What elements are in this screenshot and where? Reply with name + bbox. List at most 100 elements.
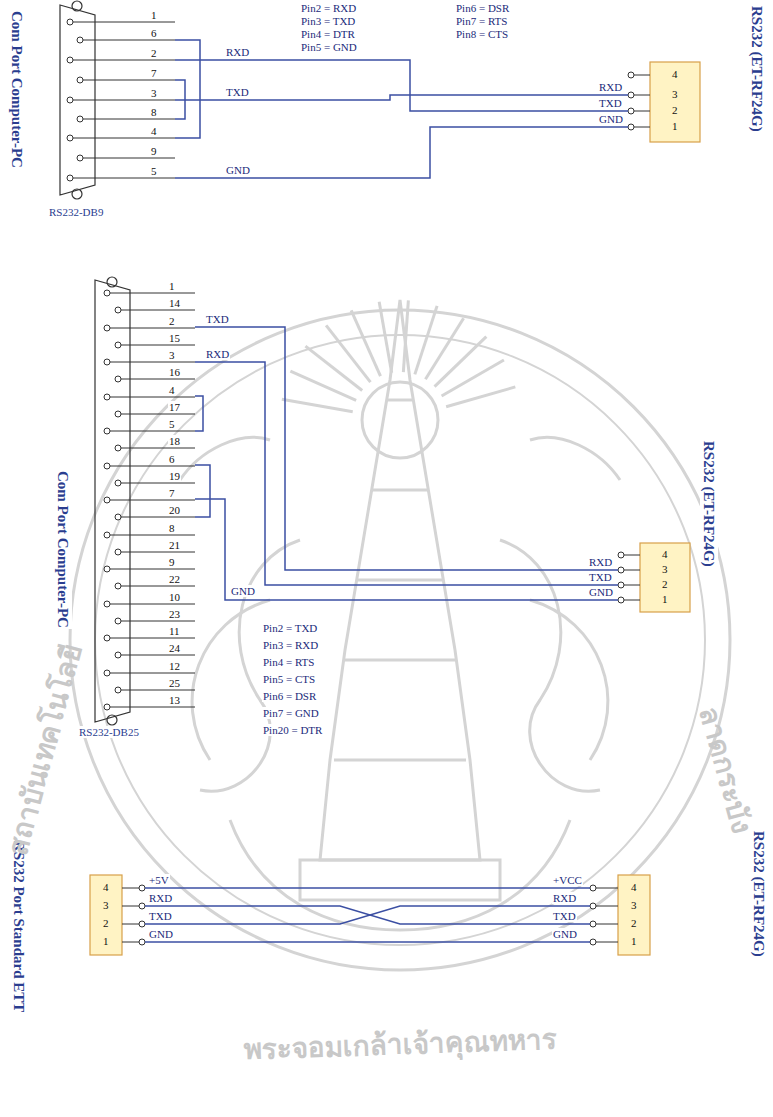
pin-number: 4 [102,881,110,893]
pin-number: 3 [102,899,110,911]
wire-path [175,127,628,178]
signal-wire [175,60,628,111]
pin-number: 9 [168,556,176,568]
connector-type: RS232-DB9 [48,206,104,218]
signal-name: TXD [588,571,613,583]
pin-number: 2 [150,47,158,59]
signal-wire [195,499,618,600]
connector-title: RS232 (ET-RF24G) [748,5,766,133]
signal-wire [145,888,590,889]
pin-key: Pin5 = GND [300,41,358,53]
pin-key: Pin3 = RXD [262,639,319,651]
pin-number: 1 [168,280,176,292]
signal-name: TXD [598,97,623,109]
sun-ray [442,360,504,396]
pin-number: 15 [168,332,181,344]
signal-name: GND [588,586,614,598]
signal-name: GND [230,585,256,597]
sun-ray [305,346,362,390]
pin-number: 2 [102,917,110,929]
signal-wire [145,906,590,924]
signal-name: RXD [205,348,230,360]
connector-type: RS232-DB25 [78,726,140,738]
pin-number: 8 [168,522,176,534]
connector-node: RS232 Port Standard ETT [90,875,145,955]
watermark-text: สถาบันเทคโนโลยี [1,641,88,860]
pin-key: Pin8 = CTS [455,28,509,40]
signal-name: TXD [552,910,577,922]
pin-number: 7 [168,487,176,499]
connector-node: Com Port Computer-PCRS232-DB25 [90,278,195,722]
pin-number: 3 [661,563,669,575]
pin-number: 1 [150,9,158,21]
wire-path [145,906,590,924]
signal-name: GND [148,928,174,940]
signal-wire [145,906,590,924]
wire-path [195,362,618,585]
pin-number: 18 [168,435,181,447]
pin-key: Pin20 = DTR [262,724,323,736]
sun-ray [290,371,356,400]
wire-path [145,887,590,889]
pin-key: Pin3 = TXD [300,15,356,27]
signal-name: RXD [552,892,577,904]
signal-name: TXD [225,86,250,98]
wire-path [175,60,628,111]
pin-number: 24 [168,642,181,654]
pin-key: Pin2 = RXD [300,2,357,14]
pin-number: 4 [661,548,669,560]
connector-title: RS232 (ET-RF24G) [700,440,718,568]
pin-number: 14 [168,297,181,309]
connector-node: RS232 (ET-RF24G) [590,875,650,955]
signal-name: TXD [205,313,230,325]
wire-path [195,327,618,570]
pin-number: 23 [168,608,181,620]
signal-name: +5V [148,874,170,886]
connector-title: RS232 Port Standard ETT [10,840,28,1013]
connector-title: Com Port Computer-PC [54,470,72,629]
pin-number: 6 [168,453,176,465]
connector-title: Com Port Computer-PC [8,10,26,169]
signal-name: TXD [148,910,173,922]
wire-path [145,906,590,924]
connector-node: RS232 (ET-RF24G) [618,543,690,612]
signal-name: RXD [148,892,173,904]
module-connectors [90,62,700,955]
sun-ray [435,337,487,387]
pin-number: 5 [150,165,158,177]
pin-number: 6 [150,27,158,39]
signal-wire [145,942,590,943]
signal-name: GND [225,164,251,176]
pin-number: 2 [661,578,669,590]
watermark-text: พระจอมเกล้าเจ้าคุณทหาร [242,1024,558,1067]
pin-leads [67,19,195,710]
signal-name: +VCC [552,874,583,886]
signal-name: RXD [225,46,250,58]
pin-number: 5 [168,418,176,430]
signal-name: GND [552,928,578,940]
wire-path [145,941,590,943]
pin-number: 4 [630,881,638,893]
module-pins [122,72,650,945]
pin-number: 20 [168,504,181,516]
sun-ray [379,302,392,373]
pin-key: Pin6 = DSR [455,2,510,14]
connector-node: RS232 (ET-RF24G) [628,62,700,142]
pin-number: 21 [168,539,181,551]
pin-number: 4 [168,384,176,396]
pin-number: 3 [630,899,638,911]
pin-number: 7 [150,67,158,79]
pin-number: 13 [168,694,181,706]
pin-number: 3 [150,87,158,99]
signal-name: GND [598,113,624,125]
pin-number: 11 [168,625,181,637]
signal-name: RXD [598,81,623,93]
pin-key: Pin7 = GND [262,707,320,719]
pin-number: 8 [150,106,158,118]
pin-number: 2 [168,315,176,327]
signal-wire [195,362,618,585]
signal-wire [195,327,618,570]
sun-ray [446,387,515,407]
